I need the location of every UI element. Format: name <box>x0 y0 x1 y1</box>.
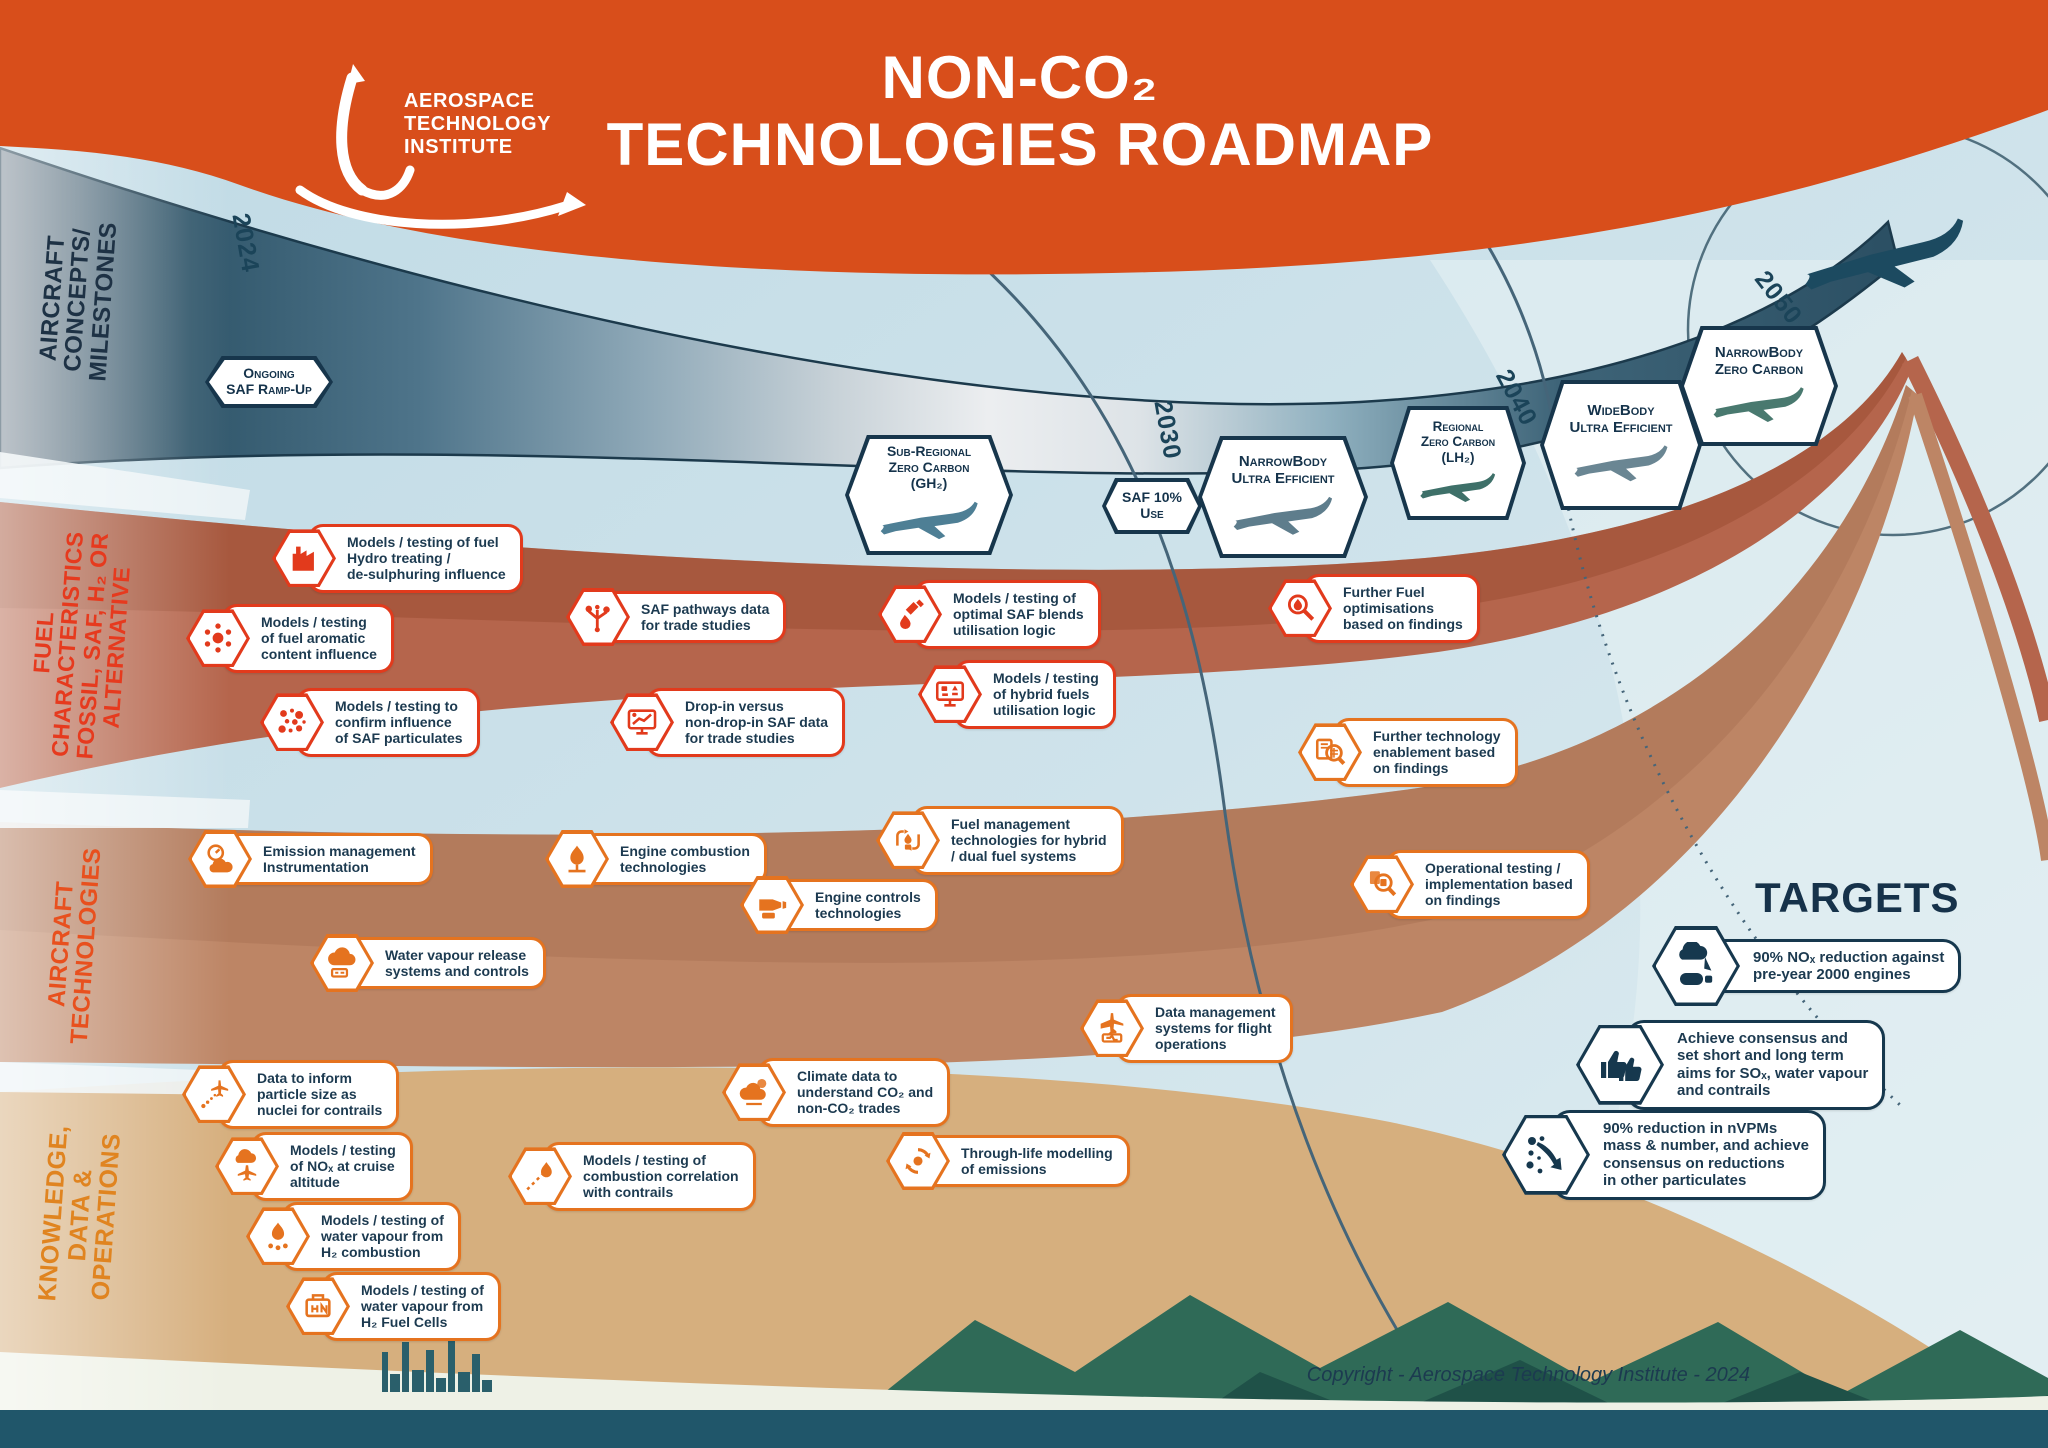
badge-combustion-correlation-contrails: Models / testing of combustion correlati… <box>508 1142 756 1211</box>
milestone-label: WideBody Ultra Efficient <box>1569 402 1673 437</box>
badge-fuel-aromatic: Models / testing of fuel aromatic conten… <box>186 604 394 673</box>
badge-saf-particulates: Models / testing to confirm influence of… <box>260 688 480 757</box>
badge-label: Data to inform particle size as nuclei f… <box>218 1060 400 1129</box>
badge-label: Drop-in versus non-drop-in SAF data for … <box>646 688 846 757</box>
milestone-label: NarrowBody Ultra Efficient <box>1231 452 1335 487</box>
badge-label: Water vapour release systems and control… <box>346 936 546 990</box>
milestone-saf-10-use: SAF 10% Use <box>1102 478 1202 534</box>
badge-label: Models / testing of fuel Hydro treating … <box>308 524 523 593</box>
badge-hybrid-fuels-logic: Models / testing of hybrid fuels utilisa… <box>918 660 1116 729</box>
badge-label: Models / testing of water vapour from H₂… <box>322 1272 501 1341</box>
badge-label: Engine combustion technologies <box>581 832 767 886</box>
milestone-regional-zero-carbon: Regional Zero Carbon (LH₂) <box>1390 406 1526 520</box>
target-nox-reduction: 90% NOₓ reduction against pre-year 2000 … <box>1652 926 1962 1006</box>
badge-further-fuel-optimisations: Further Fuel optimisations based on find… <box>1268 574 1480 643</box>
header-curve <box>0 0 2048 275</box>
badge-further-tech-enablement: Further technology enablement based on f… <box>1298 718 1518 787</box>
page-title: NON-CO₂ TECHNOLOGIES ROADMAP <box>606 44 1434 179</box>
badge-data-management-flight: Data management systems for flight opera… <box>1080 994 1293 1063</box>
badge-label: Further Fuel optimisations based on find… <box>1304 574 1480 643</box>
badge-label: Models / testing of water vapour from H₂… <box>282 1202 461 1271</box>
category-aircraft-concepts: AIRCRAFT CONCEPTS/ MILESTONES <box>34 221 123 383</box>
badge-fuel-hydrotreating: Models / testing of fuel Hydro treating … <box>272 524 523 593</box>
milestone-widebody-ultra-efficient: WideBody Ultra Efficient <box>1540 380 1702 510</box>
badge-water-vapour-release: Water vapour release systems and control… <box>310 934 546 992</box>
badge-particle-size-contrails: Data to inform particle size as nuclei f… <box>182 1060 400 1129</box>
badge-label: SAF pathways data for trade studies <box>602 590 787 644</box>
contrail-trail-2 <box>1908 392 2048 861</box>
milestone-label: Sub-Regional Zero Carbon (GH₂) <box>886 443 972 492</box>
target-label: 90% reduction in nVPMs mass & number, an… <box>1552 1110 1826 1200</box>
aircraft-illustration <box>879 495 980 545</box>
milestone-label: NarrowBody Zero Carbon <box>1714 344 1804 379</box>
milestone-label: SAF 10% Use <box>1122 489 1182 521</box>
ati-logo-swoosh <box>295 64 586 229</box>
badge-label: Models / testing of fuel aromatic conten… <box>222 604 394 673</box>
aircraft-illustration <box>1419 468 1497 507</box>
badge-climate-data-trades: Climate data to understand CO₂ and non-C… <box>722 1058 951 1127</box>
target-label: Achieve consensus and set short and long… <box>1626 1020 1886 1110</box>
aircraft-illustration <box>1232 490 1334 541</box>
badge-label: Emission management Instrumentation <box>224 832 433 886</box>
badge-label: Models / testing of combustion correlati… <box>544 1142 756 1211</box>
target-consensus-aims: Achieve consensus and set short and long… <box>1576 1020 1886 1110</box>
copyright-text: Copyright - Aerospace Technology Institu… <box>1306 1364 1750 1386</box>
badge-water-vapour-h2-fuelcells: Models / testing of water vapour from H₂… <box>286 1272 501 1341</box>
badge-label: Further technology enablement based on f… <box>1334 718 1518 787</box>
milestone-label: Ongoing SAF Ramp-Up <box>226 365 312 397</box>
badge-label: Models / testing of optimal SAF blends u… <box>914 580 1101 649</box>
badge-optimal-saf-blends: Models / testing of optimal SAF blends u… <box>878 580 1101 649</box>
badge-label: Operational testing / implementation bas… <box>1386 850 1590 919</box>
badge-label: Fuel management technologies for hybrid … <box>912 806 1124 875</box>
category-knowledge-data-operations: KNOWLEDGE, DATA & OPERATIONS <box>33 1124 126 1303</box>
badge-through-life-modelling: Through-life modelling of emissions <box>886 1132 1130 1190</box>
badge-operational-testing: Operational testing / implementation bas… <box>1350 850 1590 919</box>
badge-label: Models / testing to confirm influence of… <box>296 688 480 757</box>
footer-bar <box>0 1410 2048 1448</box>
timeline-arc-2030 <box>873 180 1480 1448</box>
badge-fuel-management: Fuel management technologies for hybrid … <box>876 806 1124 875</box>
aircraft-illustration <box>1573 439 1669 487</box>
milestone-subregional-zero-carbon: Sub-Regional Zero Carbon (GH₂) <box>845 435 1013 555</box>
city-skyline <box>382 1340 492 1392</box>
milestone-narrowbody-ultra-efficient: NarrowBody Ultra Efficient <box>1198 436 1368 558</box>
contrail-trail-1 <box>1901 355 2048 722</box>
badge-saf-pathways: SAF pathways data for trade studies <box>566 588 787 646</box>
milestone-ongoing-saf-rampup: Ongoing SAF Ramp-Up <box>205 356 333 408</box>
badge-engine-combustion: Engine combustion technologies <box>545 830 767 888</box>
badge-water-vapour-h2-combustion: Models / testing of water vapour from H₂… <box>246 1202 461 1271</box>
badge-dropin-saf-data: Drop-in versus non-drop-in SAF data for … <box>610 688 846 757</box>
milestone-narrowbody-zero-carbon: NarrowBody Zero Carbon <box>1680 326 1838 446</box>
target-label: 90% NOₓ reduction against pre-year 2000 … <box>1702 938 1962 994</box>
milestone-label: Regional Zero Carbon (LH₂) <box>1420 419 1496 465</box>
badge-emission-instrumentation: Emission management Instrumentation <box>188 830 433 888</box>
fuel-ribbon <box>0 352 1912 788</box>
badge-label: Climate data to understand CO₂ and non-C… <box>758 1058 951 1127</box>
targets-title: TARGETS <box>1755 874 1960 921</box>
tech-ribbon-shade <box>0 385 1912 963</box>
badge-label: Data management systems for flight opera… <box>1116 994 1293 1063</box>
ati-logo-text: AEROSPACE TECHNOLOGY INSTITUTE <box>404 90 552 158</box>
badge-nox-cruise-altitude: Models / testing of NOₓ at cruise altitu… <box>215 1132 413 1201</box>
badge-label: Models / testing of hybrid fuels utilisa… <box>954 660 1116 729</box>
category-fuel-characteristics: FUEL CHARACTERISTICS FOSSIL, SAF, H₂ OR … <box>28 530 135 760</box>
badge-engine-controls: Engine controls technologies <box>740 876 938 934</box>
target-nvpm-reduction: 90% reduction in nVPMs mass & number, an… <box>1502 1110 1826 1200</box>
left-fade <box>0 120 230 1410</box>
aircraft-illustration <box>1712 381 1806 428</box>
badge-label: Through-life modelling of emissions <box>922 1134 1130 1188</box>
